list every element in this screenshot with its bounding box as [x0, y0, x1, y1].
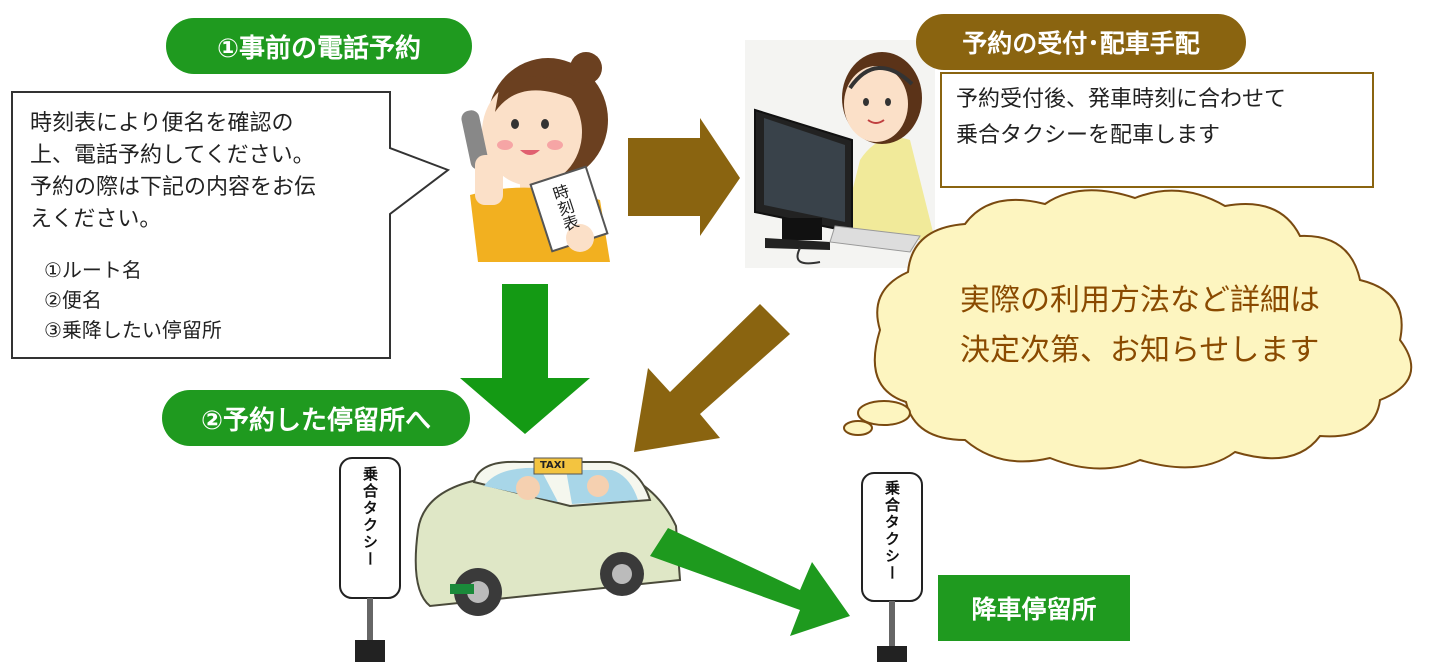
- stop-sign-text-left: 乗合タクシー: [361, 466, 379, 568]
- operator-at-computer-icon: [745, 40, 935, 268]
- speech-text-line-4: えください。: [30, 207, 162, 232]
- arrow-diagonal-brown: [634, 304, 790, 452]
- speech-text-line-2: 上、電話予約してください。: [30, 143, 315, 168]
- arrow-down-green: [460, 284, 590, 434]
- reception-label: 予約の受付･配車手配: [916, 14, 1246, 70]
- speech-bubble: [11, 91, 451, 359]
- arrow-diagonal-green: [650, 528, 850, 636]
- list-item-trip: ②便名: [44, 288, 102, 312]
- speech-text-line-3: 予約の際は下記の内容をお伝: [30, 175, 317, 200]
- taxi-icon: [414, 457, 682, 616]
- destination-label: 降車停留所: [938, 575, 1130, 641]
- list-item-route: ①ルート名: [44, 258, 142, 282]
- bus-stop-pole-right: [861, 472, 923, 662]
- thought-cloud: [843, 189, 1413, 470]
- step2-label: ②予約した停留所へ: [162, 390, 470, 446]
- cloud-text-line-2: 決定次第、お知らせします: [960, 333, 1320, 368]
- taxi-roof-sign: TAXI: [540, 460, 566, 471]
- arrow-right-brown: [628, 118, 740, 236]
- stop-sign-text-right: 乗合タクシー: [883, 480, 901, 582]
- list-item-stop: ③乗降したい停留所: [44, 318, 222, 342]
- woman-on-phone-icon: [461, 52, 610, 262]
- reception-note-line-1: 予約受付後、発車時刻に合わせて: [956, 87, 1287, 112]
- step1-label: ①事前の電話予約: [166, 18, 472, 74]
- speech-text-line-1: 時刻表により便名を確認の: [30, 111, 294, 136]
- reception-note-line-2: 乗合タクシーを配車します: [956, 123, 1221, 148]
- bus-stop-pole-left: [339, 457, 401, 662]
- cloud-text-line-1: 実際の利用方法など詳細は: [960, 283, 1320, 318]
- reception-note-box: 予約受付後、発車時刻に合わせて 乗合タクシーを配車します: [940, 72, 1374, 188]
